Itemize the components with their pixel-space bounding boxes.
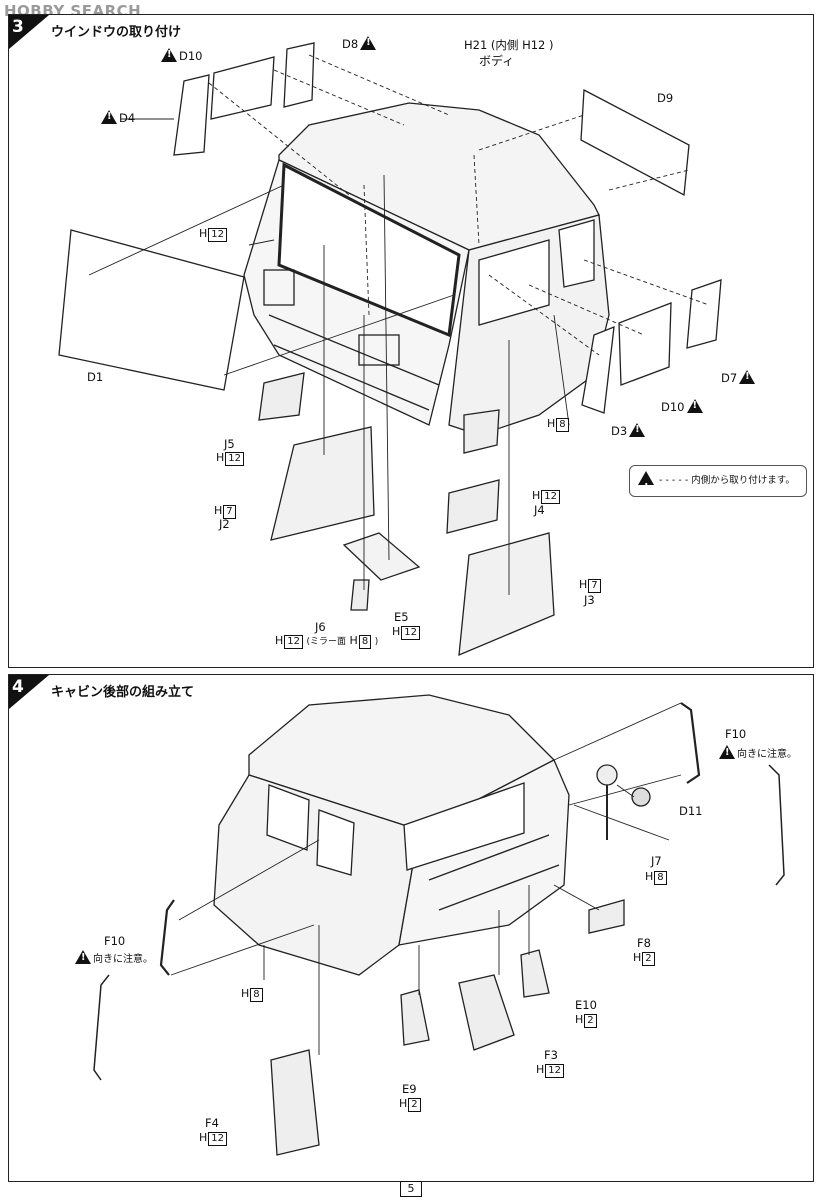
part-f8 — [588, 899, 625, 934]
note-f10-right: 向きに注意。 — [717, 745, 797, 760]
part-j6 — [350, 579, 370, 611]
window-d7 — [686, 279, 722, 349]
step-4-title: キャビン後部の組み立て — [51, 685, 195, 700]
cab-rear-window — [403, 782, 525, 871]
windshield-frame — [277, 162, 461, 338]
label-f10-right: F10 — [725, 727, 747, 741]
side-window — [478, 239, 550, 326]
window-d4 — [173, 74, 210, 156]
step-4-illustration — [93, 694, 785, 1156]
warning-icon — [75, 950, 91, 964]
label-e9: E9 — [402, 1082, 417, 1096]
part-d11 — [631, 787, 651, 807]
label-d9: D9 — [657, 91, 674, 105]
legend-box: - - - - - 内側から取り付けます。 — [629, 465, 807, 503]
label-d10-right: D10 — [661, 399, 705, 414]
body-parts-label: H21 (内側 H12 ) — [464, 38, 554, 52]
part-j7-mirror — [596, 764, 618, 786]
label-f3: F3 — [544, 1048, 558, 1062]
window-d9 — [580, 88, 690, 197]
label-j3: J3 — [584, 593, 595, 607]
window-d1 — [58, 229, 245, 391]
label-d10-top: D10 — [159, 48, 203, 63]
part-f10-left — [159, 899, 175, 976]
part-j2 — [270, 426, 375, 541]
warning-icon — [101, 110, 117, 124]
note-f10-left: 向きに注意。 — [73, 950, 153, 965]
warning-icon — [686, 399, 703, 413]
label-f10-left: F10 — [104, 934, 126, 948]
grille — [273, 344, 430, 411]
window-d8 — [283, 42, 315, 108]
label-d4: D4 — [99, 110, 135, 125]
warning-icon — [638, 471, 654, 503]
label-d11: D11 — [679, 804, 703, 818]
label-j5: J5 — [224, 437, 235, 451]
window-d3 — [581, 325, 615, 414]
warning-icon — [739, 370, 756, 384]
page-number: 5 — [400, 1181, 422, 1197]
part-f10-right — [680, 702, 701, 784]
label-f4: F4 — [205, 1116, 219, 1130]
rear-window — [558, 219, 595, 288]
label-j2: J2 — [219, 517, 230, 531]
part-j3 — [458, 532, 555, 657]
step-3-illustration — [58, 42, 722, 657]
label-j6: J6 — [315, 620, 326, 634]
warning-icon — [161, 48, 177, 62]
step-3-panel: 3 ウインドウの取り付け — [8, 14, 814, 668]
label-d1: D1 — [87, 370, 104, 384]
body-label: ボディ — [479, 54, 515, 68]
label-f8: F8 — [637, 936, 651, 950]
step-4-number: 4 — [12, 677, 24, 697]
part-e10 — [520, 949, 550, 998]
part-f4 — [270, 1049, 320, 1156]
warning-icon — [629, 423, 646, 437]
step-4-panel: 4 キャビン後部の組み立て — [8, 674, 814, 1182]
legend-text: 内側から取り付けます。 — [691, 475, 795, 486]
label-j4: J4 — [534, 503, 545, 517]
window-d10-right — [618, 302, 672, 386]
window-d10-top — [210, 56, 275, 120]
label-j7: J7 — [651, 854, 662, 868]
legend-dash: - - - - - — [659, 475, 689, 486]
part-f10-left-outline — [93, 974, 110, 1081]
step-4-badge — [9, 675, 49, 709]
label-e10: E10 — [575, 998, 597, 1012]
part-f3 — [458, 974, 515, 1051]
part-f10-right-outline — [768, 764, 785, 886]
label-e5: E5 — [394, 610, 409, 624]
step-3-badge — [9, 15, 49, 49]
step-3-number: 3 — [12, 17, 24, 37]
warning-icon — [719, 745, 735, 759]
part-e5 — [342, 532, 421, 581]
part-j5 — [258, 372, 305, 421]
step-3-title: ウインドウの取り付け — [51, 25, 182, 40]
warning-icon — [360, 36, 377, 50]
cab-side-window — [266, 784, 310, 851]
part-j4 — [446, 479, 500, 534]
label-d3: D3 — [611, 423, 647, 438]
part-e9 — [400, 989, 430, 1046]
label-d7: D7 — [721, 370, 757, 385]
label-d8: D8 — [342, 36, 378, 51]
